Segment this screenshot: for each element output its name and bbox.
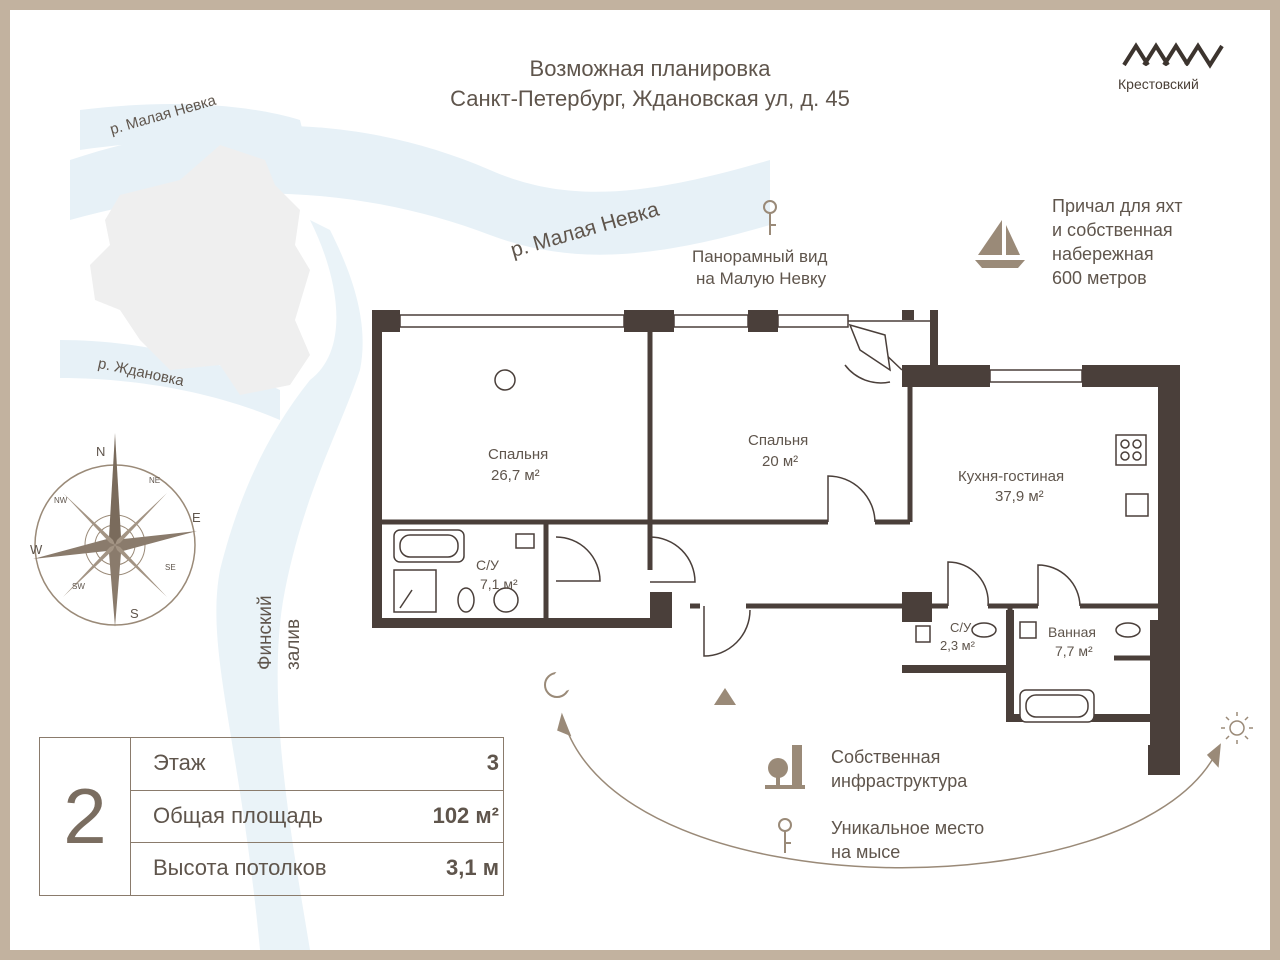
yacht-icon: [975, 220, 1025, 268]
plan-page: Возможная планировка Санкт-Петербург, Жд…: [10, 10, 1270, 950]
moon-icon: [544, 669, 575, 698]
room-bath-name: Ванная: [1048, 624, 1096, 640]
apartment-info-box: 2 Этаж 3 Общая площадь 102 м² Высота пот…: [39, 737, 504, 896]
view-text-line2: на Малую Невку: [696, 269, 827, 288]
compass-sw: SW: [72, 582, 85, 591]
room-kitchen-area: 37,9 м²: [995, 488, 1044, 505]
floor-label: Этаж: [153, 750, 206, 775]
key-pin-icon: [763, 200, 777, 235]
windows: [399, 314, 1083, 383]
logo-name: Крестовский: [1118, 76, 1199, 92]
view-text-line1: Панорамный вид: [692, 247, 828, 266]
compass-se: SE: [165, 563, 176, 572]
plan-address: Санкт-Петербург, Ждановская ул, д. 45: [450, 86, 850, 111]
pier-text-line3: набережная: [1052, 244, 1154, 264]
room-bath-area: 7,7 м²: [1055, 643, 1093, 659]
entrance-triangle-icon: [714, 688, 736, 705]
rooms-count: 2: [40, 738, 131, 895]
info-row-floor: Этаж 3: [131, 738, 503, 790]
room-wc2-name: С/У: [950, 620, 972, 635]
compass-ne: NE: [149, 476, 161, 485]
pier-text-line1: Причал для яхт: [1052, 196, 1183, 216]
compass-nw: NW: [54, 496, 68, 505]
compass-w: W: [30, 542, 43, 557]
pier-text-line4: 600 метров: [1052, 268, 1147, 288]
compass-rose-icon: [33, 433, 197, 627]
door-swings: [555, 323, 1081, 657]
room-bedroom2-name: Спальня: [748, 432, 809, 449]
pier-text-line2: и собственная: [1052, 220, 1173, 240]
bathroom-fixtures: [393, 369, 1149, 723]
unique-text-line2: на мысе: [831, 842, 901, 862]
room-wc1-area: 7,1 м²: [480, 576, 518, 592]
water-map: [60, 104, 770, 950]
area-value: 102 м²: [432, 803, 499, 828]
infra-text-line2: инфраструктура: [831, 771, 968, 791]
infrastructure-icon: [765, 745, 805, 789]
interior-partitions: [382, 330, 1158, 665]
floor-plan-drawing: [33, 42, 1253, 950]
compass-s: S: [130, 606, 139, 621]
gulf-label: Финский залив: [255, 595, 304, 670]
infra-text-line1: Собственная: [831, 747, 941, 767]
sun-icon: [1221, 712, 1253, 744]
sun-path-arc: [557, 712, 1221, 869]
room-kitchen-name: Кухня-гостиная: [958, 468, 1065, 485]
logo-mark-icon: [1122, 42, 1224, 69]
room-bedroom1-name: Спальня: [488, 446, 549, 463]
room-wc2-area: 2,3 м²: [940, 638, 975, 653]
unique-place-key-icon: [778, 818, 792, 853]
compass-e: E: [192, 510, 201, 525]
plan-title: Возможная планировка: [529, 56, 771, 81]
info-row-area: Общая площадь 102 м²: [131, 790, 503, 843]
room-wc1-name: С/У: [476, 557, 499, 573]
area-label: Общая площадь: [153, 803, 323, 828]
compass-n: N: [96, 444, 106, 459]
height-label: Высота потолков: [153, 855, 327, 880]
room-bedroom1-area: 26,7 м²: [491, 467, 540, 484]
room-bedroom2-area: 20 м²: [762, 453, 799, 470]
info-row-height: Высота потолков 3,1 м: [131, 842, 503, 895]
height-value: 3,1 м: [446, 855, 499, 880]
unique-text-line1: Уникальное место: [831, 818, 985, 838]
floor-value: 3: [486, 750, 499, 775]
